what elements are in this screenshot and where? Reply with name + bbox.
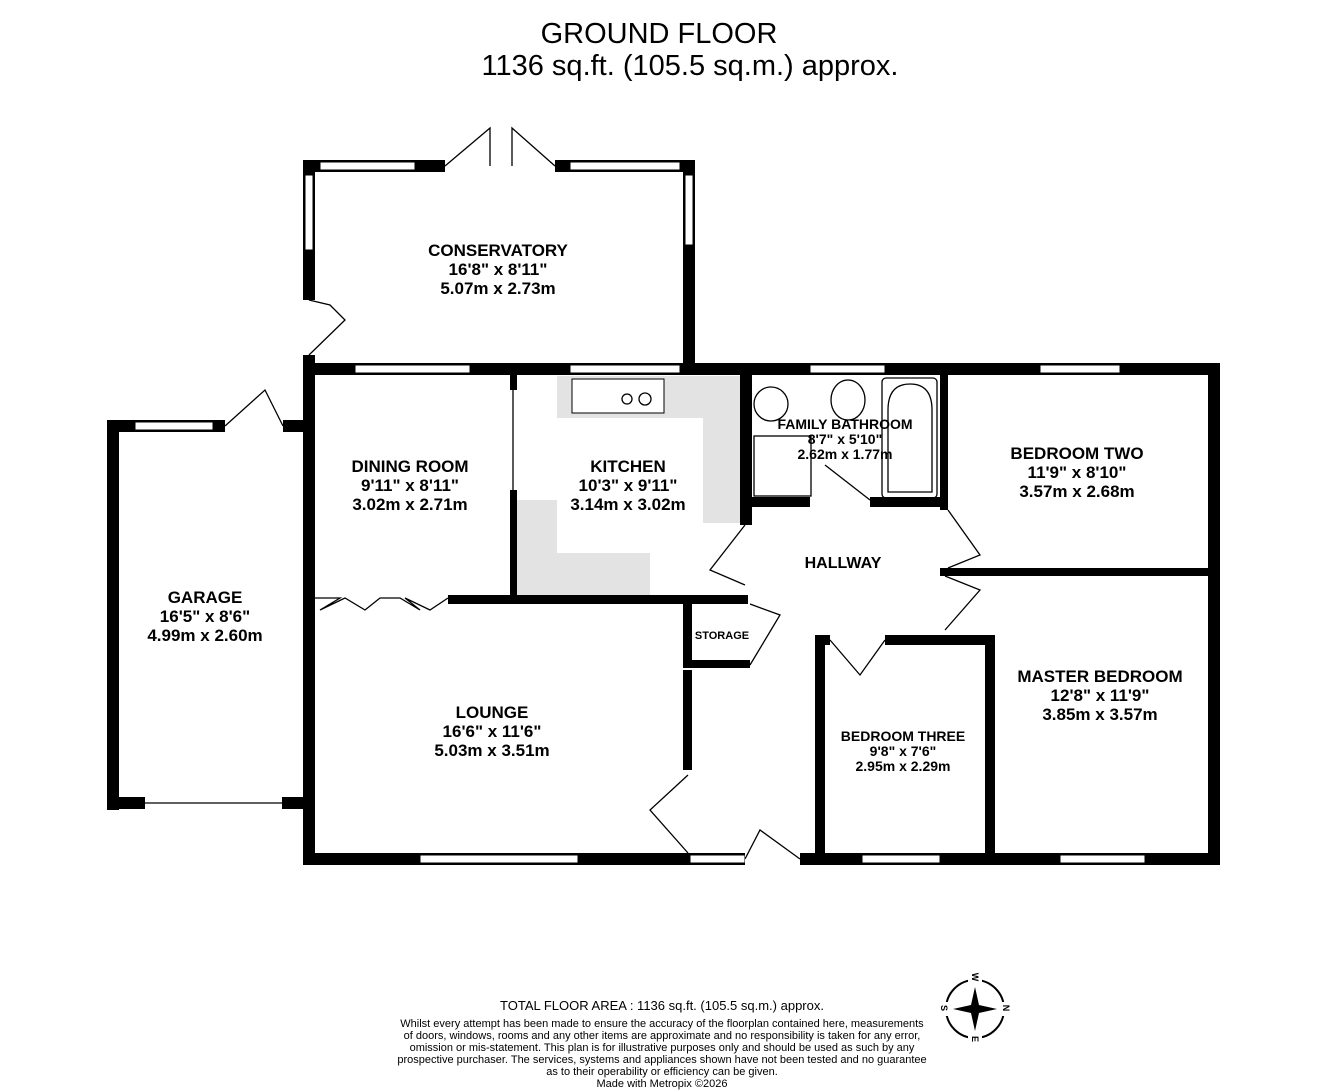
room-imperial: 10'3" x 9'11": [578, 476, 678, 495]
room-metric: 5.07m x 2.73m: [440, 279, 556, 298]
conservatory-walls: [303, 126, 695, 375]
compass-n: N: [1001, 1004, 1011, 1012]
room-metric: 3.02m x 2.71m: [352, 495, 468, 514]
room-metric: 3.14m x 3.02m: [570, 495, 686, 514]
floor-title: GROUND FLOOR: [540, 18, 778, 50]
room-name: FAMILY BATHROOM: [777, 416, 913, 432]
room-master-bedroom: MASTER BEDROOM 12'8" x 11'9" 3.85m x 3.5…: [1017, 667, 1182, 724]
room-imperial: 9'11" x 8'11": [361, 476, 459, 495]
room-imperial: 16'8" x 8'11": [448, 260, 548, 279]
room-garage: GARAGE 16'5" x 8'6" 4.99m x 2.60m: [147, 588, 262, 645]
bathroom-fixtures: [753, 377, 938, 499]
room-hallway: HALLWAY: [804, 555, 882, 572]
room-metric: 3.85m x 3.57m: [1042, 705, 1158, 724]
compass-s: S: [939, 1004, 949, 1012]
room-metric: 2.95m x 2.29m: [855, 758, 951, 774]
room-conservatory: CONSERVATORY 16'8" x 8'11" 5.07m x 2.73m: [428, 241, 568, 298]
outer-walls: [303, 363, 1220, 865]
compass-e: E: [970, 1035, 980, 1043]
room-bedroom-three: BEDROOM THREE 9'8" x 7'6" 2.95m x 2.29m: [841, 729, 965, 774]
sink-icon: [571, 378, 665, 414]
total-floor-area: TOTAL FLOOR AREA : 1136 sq.ft. (105.5 sq…: [500, 998, 824, 1013]
room-imperial: 16'6" x 11'6": [442, 722, 542, 741]
disclaimer-line: Whilst every attempt has been made to en…: [400, 1018, 924, 1030]
room-metric: 2.62m x 1.77m: [797, 446, 893, 462]
disclaimer-line: as to their operability or efficiency ca…: [546, 1066, 778, 1078]
room-name: LOUNGE: [455, 703, 529, 722]
compass-icon: [940, 974, 1010, 1044]
room-imperial: 12'8" x 11'9": [1050, 686, 1150, 705]
disclaimer-line: omission or mis-statement. This plan is …: [409, 1042, 915, 1054]
room-imperial: 11'9" x 8'10": [1027, 463, 1127, 482]
disclaimer-line: prospective purchaser. The services, sys…: [397, 1054, 927, 1066]
room-bedroom-two: BEDROOM TWO 11'9" x 8'10" 3.57m x 2.68m: [1010, 444, 1143, 501]
room-name: DINING ROOM: [351, 457, 469, 476]
room-name: BEDROOM TWO: [1010, 444, 1144, 463]
room-name: GARAGE: [167, 588, 243, 607]
room-name: MASTER BEDROOM: [1017, 667, 1183, 686]
compass-w: W: [970, 972, 980, 982]
room-name: BEDROOM THREE: [840, 728, 966, 744]
room-lounge: LOUNGE 16'6" x 11'6" 5.03m x 3.51m: [434, 703, 549, 760]
disclaimer: Whilst every attempt has been made to en…: [397, 1018, 926, 1090]
room-imperial: 9'8" x 7'6": [869, 743, 937, 759]
room-metric: 5.03m x 3.51m: [434, 741, 550, 760]
room-metric: 4.99m x 2.60m: [147, 626, 263, 645]
garage-walls: [107, 388, 303, 810]
disclaimer-line: of doors, windows, rooms and any other i…: [403, 1030, 921, 1042]
room-metric: 3.57m x 2.68m: [1019, 482, 1135, 501]
internal-walls: [315, 375, 1220, 860]
room-dining: DINING ROOM 9'11" x 8'11" 3.02m x 2.71m: [351, 457, 468, 514]
room-name: KITCHEN: [590, 457, 666, 476]
room-kitchen: KITCHEN 10'3" x 9'11" 3.14m x 3.02m: [570, 457, 685, 514]
room-imperial: 16'5" x 8'6": [159, 607, 251, 626]
room-bathroom: FAMILY BATHROOM 8'7" x 5'10" 2.62m x 1.7…: [777, 417, 912, 462]
kitchen-units: [517, 500, 650, 595]
room-storage: STORAGE: [694, 630, 750, 642]
floor-area: 1136 sq.ft. (105.5 sq.m.) approx.: [481, 50, 899, 82]
room-name: CONSERVATORY: [428, 241, 568, 260]
room-imperial: 8'7" x 5'10": [807, 431, 883, 447]
